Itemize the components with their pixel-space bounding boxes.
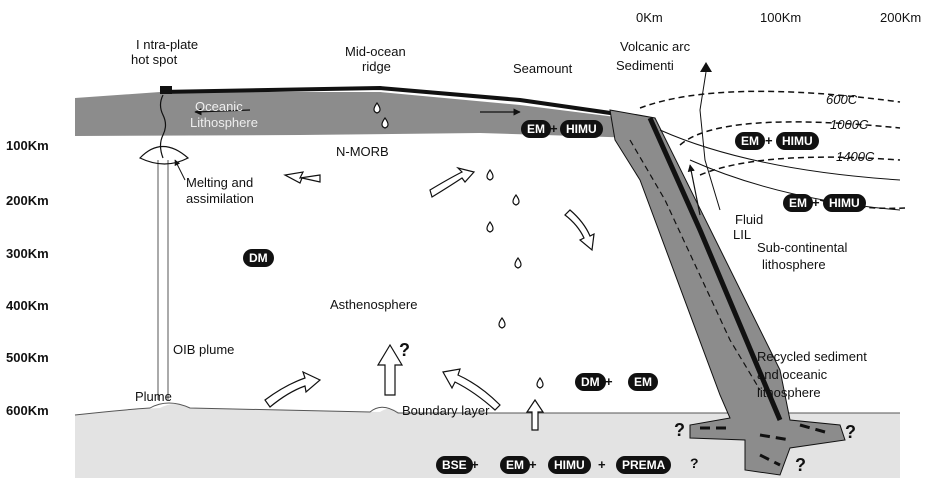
question-mark-prema: ? — [690, 456, 699, 470]
label-nmorb: N-MORB — [336, 145, 389, 159]
plus-arc: + — [765, 133, 773, 148]
label-iso-600: 600C — [826, 93, 857, 107]
isotherm-600 — [640, 91, 900, 108]
question-mark-slab-bottom: ? — [795, 458, 806, 472]
plus-bse-em: + — [471, 457, 479, 472]
label-sediment: Sedimenti — [616, 59, 674, 73]
pill-em-arc: EM — [735, 132, 765, 150]
pill-em-seamount: EM — [521, 120, 551, 138]
label-oceanic-2: Lithosphere — [190, 116, 258, 130]
plus-subcont: + — [812, 195, 820, 210]
label-fluid: Fluid — [735, 213, 763, 227]
label-oceanic-1: Oceanic — [195, 100, 243, 114]
melt-drop-7 — [499, 318, 505, 328]
depth-400: 400Km — [6, 298, 49, 313]
plus-dm-em: + — [605, 374, 613, 389]
label-recycled-2: and oceanic — [757, 368, 827, 382]
label-subcont-2: lithosphere — [762, 258, 826, 272]
pill-himu-subcont: HIMU — [823, 194, 866, 212]
pill-dm-asthenosphere: DM — [243, 249, 274, 267]
pill-himu-arc: HIMU — [776, 132, 819, 150]
convection-arrow-3 — [565, 210, 594, 250]
label-recycled-1: Recycled sediment — [757, 350, 867, 364]
convection-arrow-4 — [265, 372, 320, 407]
depth-300: 300Km — [6, 246, 49, 261]
question-mark-convection: ? — [399, 343, 410, 357]
label-plume: Plume — [135, 390, 172, 404]
label-volcanic-arc: Volcanic arc — [620, 40, 690, 54]
depth-600: 600Km — [6, 403, 49, 418]
label-midocean-2: ridge — [362, 60, 391, 74]
label-intraplate-1: I ntra-plate — [136, 38, 198, 52]
plus-em-himu: + — [529, 457, 537, 472]
label-melting-2: assimilation — [186, 192, 254, 206]
pill-em-lower: EM — [500, 456, 530, 474]
label-asthenosphere: Asthenosphere — [330, 298, 417, 312]
convection-arrow-1 — [285, 172, 320, 183]
plus-seamount: + — [550, 121, 558, 136]
depth-100: 100Km — [6, 138, 49, 153]
label-lil: LIL — [733, 228, 751, 242]
label-intraplate-2: hot spot — [131, 53, 177, 67]
melt-drop-8 — [537, 378, 543, 388]
pill-bse: BSE — [436, 456, 473, 474]
top-scale-200: 200Km — [880, 10, 921, 25]
convection-arrow-2 — [430, 168, 474, 197]
plume-head — [140, 147, 188, 165]
hotspot-marker — [160, 86, 172, 94]
melt-drop-4 — [513, 195, 519, 205]
label-iso-1400: 1400C — [836, 150, 874, 164]
depth-200: 200Km — [6, 193, 49, 208]
question-mark-slab-left: ? — [674, 423, 685, 437]
pill-himu-lower: HIMU — [548, 456, 591, 474]
label-midocean-1: Mid-ocean — [345, 45, 406, 59]
label-seamount: Seamount — [513, 62, 572, 76]
question-mark-slab-right: ? — [845, 425, 856, 439]
label-subcont-1: Sub-continental — [757, 241, 847, 255]
label-iso-1000: 1000C — [830, 118, 868, 132]
plus-himu-prema: + — [598, 457, 606, 472]
plume-stem — [158, 160, 168, 400]
pill-em-subcont: EM — [783, 194, 813, 212]
depth-500: 500Km — [6, 350, 49, 365]
label-melting-1: Melting and — [186, 176, 253, 190]
melt-drop-3 — [487, 170, 493, 180]
pill-em-slab: EM — [628, 373, 658, 391]
melting-arrow — [175, 160, 185, 180]
pill-himu-seamount: HIMU — [560, 120, 603, 138]
top-scale-100: 100Km — [760, 10, 801, 25]
melt-drop-5 — [487, 222, 493, 232]
top-scale-0: 0Km — [636, 10, 663, 25]
melt-drop-6 — [515, 258, 521, 268]
label-oib-plume: OIB plume — [173, 343, 234, 357]
pill-dm-slab: DM — [575, 373, 606, 391]
label-recycled-3: lithosphere — [757, 386, 821, 400]
arc-volcano — [700, 62, 712, 72]
label-boundary-layer: Boundary layer — [402, 404, 489, 418]
pill-prema: PREMA — [616, 456, 671, 474]
